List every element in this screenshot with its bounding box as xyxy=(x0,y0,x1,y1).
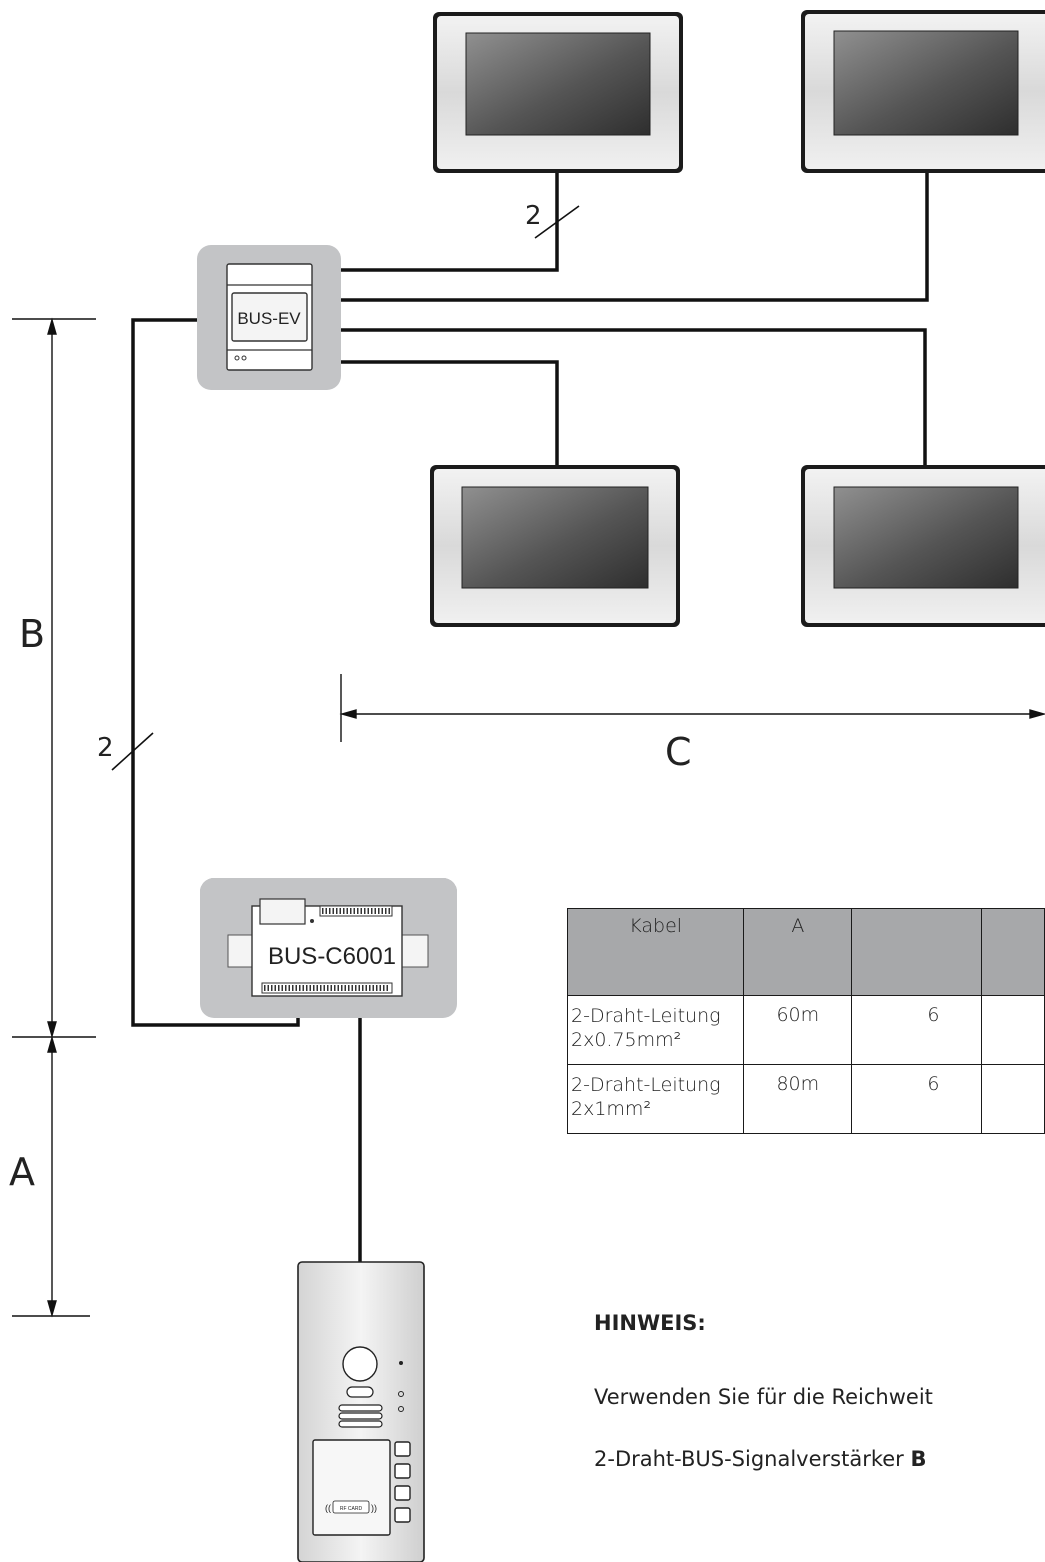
arrowhead xyxy=(339,709,357,719)
table-header xyxy=(980,908,1045,996)
arrowhead xyxy=(47,1300,57,1318)
table-cell: 80m xyxy=(743,1064,853,1134)
dimension-label-b: B xyxy=(19,612,45,656)
table-cell: 6 xyxy=(851,995,982,1065)
wire-monitor-top-right xyxy=(341,173,929,302)
monitor-bottom-left xyxy=(430,465,680,627)
table-header: Kabel xyxy=(566,908,745,996)
monitor-bottom-right xyxy=(801,465,1045,627)
monitor-top-left xyxy=(433,12,683,173)
table-cell: 6 xyxy=(851,1064,982,1134)
call-button xyxy=(394,1441,411,1457)
table-header xyxy=(851,908,982,996)
dimension-label-a: A xyxy=(9,1150,35,1194)
arrowhead xyxy=(47,1035,57,1053)
table-cell xyxy=(980,1064,1045,1134)
note-title: HINWEIS: xyxy=(594,1311,706,1335)
dimension-label-c: C xyxy=(665,730,692,774)
table-cell xyxy=(980,995,1045,1065)
wire-slash-mark xyxy=(111,732,154,771)
table-cell: 60m xyxy=(743,995,853,1065)
call-button xyxy=(394,1507,411,1523)
call-buttons xyxy=(394,1441,411,1523)
distributor-module xyxy=(197,245,341,390)
arrowhead xyxy=(47,317,57,335)
wire-monitor-top-left xyxy=(341,173,559,272)
dimension-lines xyxy=(12,317,1045,1318)
distributor-label: BUS-EV xyxy=(237,309,301,328)
speaker-grille-icon xyxy=(338,1404,383,1428)
arrowhead xyxy=(1029,709,1045,719)
outdoor-station: RF CARD (( )) xyxy=(297,1261,425,1562)
wire-slash-mark xyxy=(534,205,580,239)
table-header: A xyxy=(743,908,853,996)
note-text: Verwenden Sie für die Reichweit xyxy=(594,1385,933,1409)
nfc-wave-icon: )) xyxy=(371,1503,377,1513)
camera-icon xyxy=(342,1346,378,1382)
note-text-bold: B xyxy=(910,1447,927,1471)
monitor-top-right xyxy=(801,10,1045,173)
note-text: 2-Draht-BUS-Signalverstärker B xyxy=(594,1447,927,1471)
rf-card-reader xyxy=(312,1439,391,1536)
camera-light xyxy=(346,1386,374,1398)
wire-count-label: 2 xyxy=(525,201,542,231)
arrowhead xyxy=(47,1021,57,1039)
note-text-prefix: 2-Draht-BUS-Signalverstärker xyxy=(594,1447,911,1471)
wire-count-marks xyxy=(111,205,580,771)
wire-monitor-bottom-right xyxy=(341,328,927,465)
nfc-wave-icon: (( xyxy=(325,1503,331,1513)
wire-monitor-bottom-left xyxy=(341,360,559,465)
call-button xyxy=(394,1485,411,1501)
controller-label: BUS-C6001 xyxy=(268,943,396,970)
rf-card-label: RF CARD xyxy=(340,1506,363,1512)
controller-body xyxy=(200,878,457,1018)
call-button xyxy=(394,1463,411,1479)
table-header-row: Kabel A xyxy=(566,908,1045,996)
wire-count-label: 2 xyxy=(97,733,114,763)
rf-card-icon xyxy=(332,1500,370,1514)
